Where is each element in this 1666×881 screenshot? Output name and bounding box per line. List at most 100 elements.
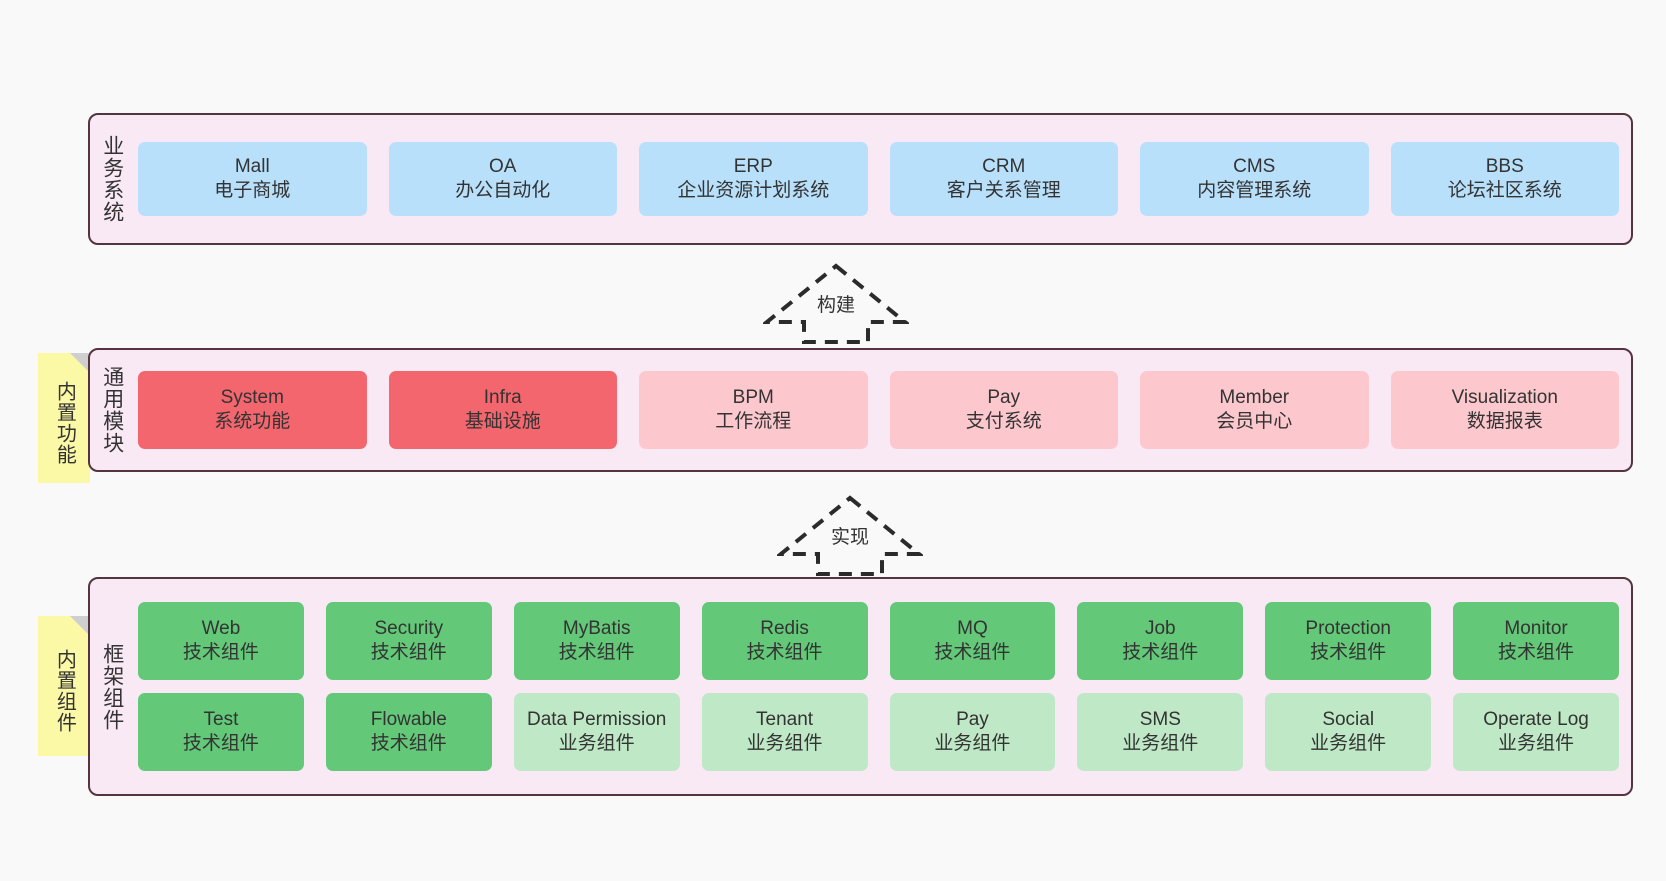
card-name: Protection xyxy=(1305,618,1391,640)
card-name: Visualization xyxy=(1451,387,1558,409)
card-desc: 业务组件 xyxy=(1122,733,1199,754)
card-desc: 会员中心 xyxy=(1216,411,1293,432)
layer-title-framework: 框架组件 xyxy=(100,642,124,731)
card-name: OA xyxy=(489,156,517,178)
card-mq[interactable]: MQ 技术组件 xyxy=(889,602,1056,680)
layer-body-framework: Web 技术组件 Security 技术组件 MyBatis 技术组件 Redi… xyxy=(134,579,1631,794)
sticky-note-label: 内置组件 xyxy=(53,649,76,733)
card-sms[interactable]: SMS 业务组件 xyxy=(1077,693,1244,771)
card-name: Redis xyxy=(760,618,809,640)
card-pay-business[interactable]: Pay 业务组件 xyxy=(889,693,1056,771)
card-crm[interactable]: CRM 客户关系管理 xyxy=(889,142,1118,216)
layer-title-common: 通用模块 xyxy=(100,366,124,454)
card-desc: 业务组件 xyxy=(746,733,823,754)
card-bbs[interactable]: BBS 论坛社区系统 xyxy=(1390,142,1619,216)
card-desc: 企业资源计划系统 xyxy=(677,180,830,201)
card-flowable[interactable]: Flowable 技术组件 xyxy=(325,693,492,771)
card-row: Web 技术组件 Security 技术组件 MyBatis 技术组件 Redi… xyxy=(138,602,1619,680)
card-name: Tenant xyxy=(756,709,814,731)
card-name: Social xyxy=(1322,709,1375,731)
sticky-note-builtin-components: 内置组件 xyxy=(38,616,90,756)
card-name: MQ xyxy=(957,618,988,640)
card-name: Monitor xyxy=(1504,618,1568,640)
card-infra[interactable]: Infra 基础设施 xyxy=(388,371,617,449)
card-operate-log[interactable]: Operate Log 业务组件 xyxy=(1453,693,1619,771)
card-desc: 业务组件 xyxy=(1310,733,1387,754)
card-desc: 技术组件 xyxy=(370,642,447,663)
card-name: Mall xyxy=(234,156,270,178)
card-visualization[interactable]: Visualization 数据报表 xyxy=(1390,371,1619,449)
layer-title-business: 业务系统 xyxy=(100,135,124,223)
card-name: BBS xyxy=(1485,156,1524,178)
card-job[interactable]: Job 技术组件 xyxy=(1077,602,1244,680)
card-web[interactable]: Web 技术组件 xyxy=(138,602,304,680)
card-desc: 电子商城 xyxy=(214,180,291,201)
card-monitor[interactable]: Monitor 技术组件 xyxy=(1453,602,1619,680)
card-desc: 技术组件 xyxy=(1310,642,1387,663)
card-name: Flowable xyxy=(370,709,447,731)
card-test[interactable]: Test 技术组件 xyxy=(138,693,304,771)
sticky-note-label: 内置功能 xyxy=(53,381,76,465)
layer-common-modules: 通用模块 System 系统功能 Infra 基础设施 BPM 工作流程 Pay… xyxy=(88,348,1633,472)
card-name: System xyxy=(220,387,284,409)
card-desc: 技术组件 xyxy=(746,642,823,663)
card-name: CRM xyxy=(982,156,1026,178)
card-member[interactable]: Member 会员中心 xyxy=(1140,371,1369,449)
card-desc: 支付系统 xyxy=(965,411,1042,432)
connector-build-arrow: 构建 xyxy=(763,262,909,346)
layer-body-business: Mall 电子商城 OA 办公自动化 ERP 企业资源计划系统 CRM 客户关系… xyxy=(134,115,1631,243)
card-redis[interactable]: Redis 技术组件 xyxy=(701,602,868,680)
card-desc: 技术组件 xyxy=(370,733,447,754)
card-oa[interactable]: OA 办公自动化 xyxy=(388,142,617,216)
card-protection[interactable]: Protection 技术组件 xyxy=(1265,602,1432,680)
card-name: Data Permission xyxy=(526,709,667,731)
card-row: Mall 电子商城 OA 办公自动化 ERP 企业资源计划系统 CRM 客户关系… xyxy=(138,142,1619,216)
card-desc: 技术组件 xyxy=(182,733,259,754)
card-name: Infra xyxy=(483,387,522,409)
card-desc: 技术组件 xyxy=(1122,642,1199,663)
card-name: Web xyxy=(201,618,241,640)
card-desc: 业务组件 xyxy=(1498,733,1575,754)
card-data-permission[interactable]: Data Permission 业务组件 xyxy=(513,693,680,771)
card-name: ERP xyxy=(733,156,773,178)
sticky-note-builtin-features: 内置功能 xyxy=(38,353,90,483)
card-name: Test xyxy=(203,709,239,731)
card-desc: 客户关系管理 xyxy=(946,180,1061,201)
card-pay[interactable]: Pay 支付系统 xyxy=(889,371,1118,449)
card-desc: 工作流程 xyxy=(715,411,792,432)
card-desc: 办公自动化 xyxy=(455,180,551,201)
card-social[interactable]: Social 业务组件 xyxy=(1265,693,1432,771)
card-name: Member xyxy=(1219,387,1290,409)
card-name: MyBatis xyxy=(562,618,631,640)
card-name: Security xyxy=(374,618,444,640)
layer-framework-components: 框架组件 Web 技术组件 Security 技术组件 MyBatis 技术组件… xyxy=(88,577,1633,796)
card-row: Test 技术组件 Flowable 技术组件 Data Permission … xyxy=(138,693,1619,771)
card-name: SMS xyxy=(1139,709,1181,731)
card-desc: 业务组件 xyxy=(558,733,635,754)
card-mall[interactable]: Mall 电子商城 xyxy=(138,142,367,216)
layer-business-systems: 业务系统 Mall 电子商城 OA 办公自动化 ERP 企业资源计划系统 CRM… xyxy=(88,113,1633,245)
card-name: Pay xyxy=(956,709,989,731)
card-security[interactable]: Security 技术组件 xyxy=(325,602,492,680)
card-desc: 技术组件 xyxy=(934,642,1011,663)
card-row: System 系统功能 Infra 基础设施 BPM 工作流程 Pay 支付系统… xyxy=(138,371,1619,449)
fold-corner-icon xyxy=(70,353,90,373)
card-erp[interactable]: ERP 企业资源计划系统 xyxy=(639,142,868,216)
connector-implement-arrow: 实现 xyxy=(777,494,923,578)
card-desc: 数据报表 xyxy=(1466,411,1543,432)
card-cms[interactable]: CMS 内容管理系统 xyxy=(1140,142,1369,216)
card-desc: 技术组件 xyxy=(182,642,259,663)
card-name: BPM xyxy=(732,387,774,409)
card-name: Operate Log xyxy=(1483,709,1589,731)
card-desc: 论坛社区系统 xyxy=(1447,180,1562,201)
card-desc: 技术组件 xyxy=(1498,642,1575,663)
card-bpm[interactable]: BPM 工作流程 xyxy=(639,371,868,449)
card-mybatis[interactable]: MyBatis 技术组件 xyxy=(513,602,680,680)
card-name: Job xyxy=(1144,618,1176,640)
card-system[interactable]: System 系统功能 xyxy=(138,371,367,449)
card-name: Pay xyxy=(987,387,1021,409)
card-desc: 技术组件 xyxy=(558,642,635,663)
layer-body-common: System 系统功能 Infra 基础设施 BPM 工作流程 Pay 支付系统… xyxy=(134,350,1631,470)
card-tenant[interactable]: Tenant 业务组件 xyxy=(701,693,868,771)
